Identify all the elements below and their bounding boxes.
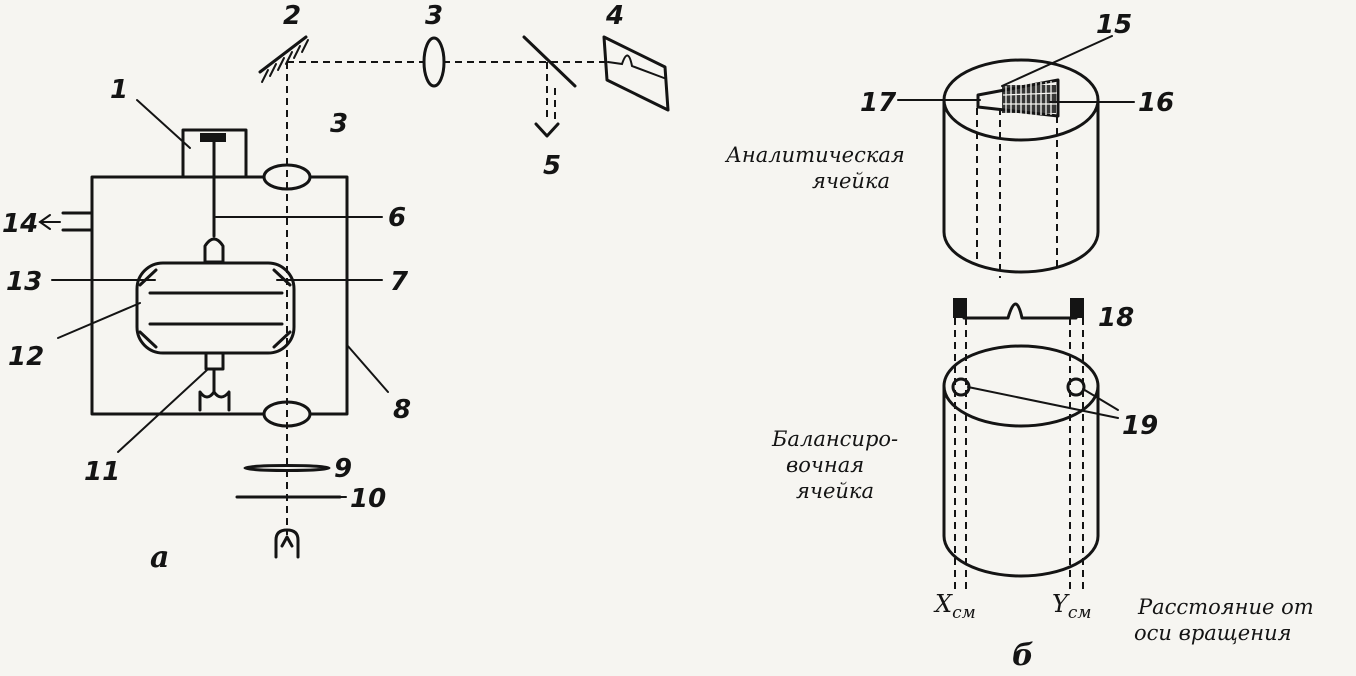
rotor-left-cell bbox=[138, 268, 158, 349]
cells-scheme: 15 16 17 18 19 Аналитическая ячейка Бала… bbox=[724, 10, 1314, 673]
photoplate-trace bbox=[607, 54, 665, 79]
sector-fringes bbox=[1002, 85, 1056, 113]
leader-19-b bbox=[1082, 388, 1119, 411]
lower-support bbox=[198, 390, 231, 412]
label-13: 13 bbox=[6, 267, 42, 297]
lower-bearing bbox=[204, 351, 225, 371]
label-5: 5 bbox=[543, 151, 561, 181]
label-2: 2 bbox=[283, 1, 301, 31]
mirror-hatching bbox=[261, 39, 309, 83]
label-8: 8 bbox=[393, 395, 411, 425]
label-3-lens: 3 bbox=[425, 1, 443, 31]
shaft-coupling bbox=[203, 237, 225, 264]
caption-analytic-2: ячейка bbox=[812, 169, 890, 193]
leader-12 bbox=[57, 302, 141, 339]
axis-label-y: Yсм bbox=[1052, 590, 1091, 623]
photoplate bbox=[602, 35, 670, 112]
balance-cell-body bbox=[942, 384, 1100, 578]
label-11: 11 bbox=[84, 457, 120, 487]
axis-label-x-sub: см bbox=[952, 603, 976, 623]
label-9: 9 bbox=[334, 454, 352, 484]
caption-balance-2: вочная bbox=[786, 453, 864, 477]
caption-distance-1: Расстояние от bbox=[1137, 595, 1314, 619]
sector-fringe-lines bbox=[1002, 81, 1058, 115]
label-7: 7 bbox=[390, 267, 409, 297]
leader-11 bbox=[117, 369, 208, 453]
label-15: 15 bbox=[1096, 10, 1132, 40]
outlet-arrow-head bbox=[38, 214, 51, 230]
beam-splitter bbox=[522, 35, 577, 88]
eyepiece-icon bbox=[534, 122, 560, 138]
axis-label-y-main: Y bbox=[1052, 590, 1070, 618]
camera-lens bbox=[422, 36, 446, 88]
label-17: 17 bbox=[860, 88, 897, 118]
label-6: 6 bbox=[388, 203, 406, 233]
label-19: 19 bbox=[1122, 411, 1158, 441]
label-10: 10 bbox=[350, 484, 386, 514]
axis-label-y-sub: см bbox=[1068, 603, 1092, 623]
label-18: 18 bbox=[1098, 303, 1134, 333]
balance-mark-left bbox=[953, 298, 967, 318]
leader-19-a bbox=[967, 386, 1119, 419]
analytic-cell-body bbox=[942, 98, 1100, 274]
label-3-window: 3 bbox=[330, 109, 348, 139]
caption-balance-3: ячейка bbox=[796, 479, 874, 503]
leader-8 bbox=[346, 344, 389, 393]
label-4: 4 bbox=[605, 1, 624, 31]
centrifuge-scheme: 1 2 3 4 5 3 6 7 8 9 10 11 12 13 14 a bbox=[2, 1, 670, 575]
label-12: 12 bbox=[8, 342, 44, 372]
axis-label-x-main: X bbox=[933, 590, 953, 618]
drive-motor-block bbox=[200, 133, 226, 142]
balance-hole-right bbox=[1066, 377, 1086, 397]
light-source-icon bbox=[274, 528, 300, 559]
label-14: 14 bbox=[2, 209, 38, 239]
leader-1 bbox=[136, 99, 191, 149]
caption-distance-2: оси вращения bbox=[1134, 621, 1292, 645]
mirror bbox=[258, 35, 308, 74]
schlieren-scan bbox=[962, 302, 1078, 320]
axis-label-x: Xсм bbox=[933, 590, 976, 623]
light-filter bbox=[243, 464, 331, 472]
leader-15 bbox=[1001, 35, 1113, 87]
label-1: 1 bbox=[110, 75, 128, 105]
part-label-a: a bbox=[150, 540, 169, 575]
label-16: 16 bbox=[1138, 88, 1174, 118]
caption-balance-1: Балансиро- bbox=[771, 427, 898, 451]
caption-analytic-1: Аналитическая bbox=[724, 143, 905, 167]
part-label-b: б bbox=[1012, 638, 1034, 673]
balance-mark-right bbox=[1070, 298, 1084, 318]
rotor bbox=[135, 261, 296, 355]
